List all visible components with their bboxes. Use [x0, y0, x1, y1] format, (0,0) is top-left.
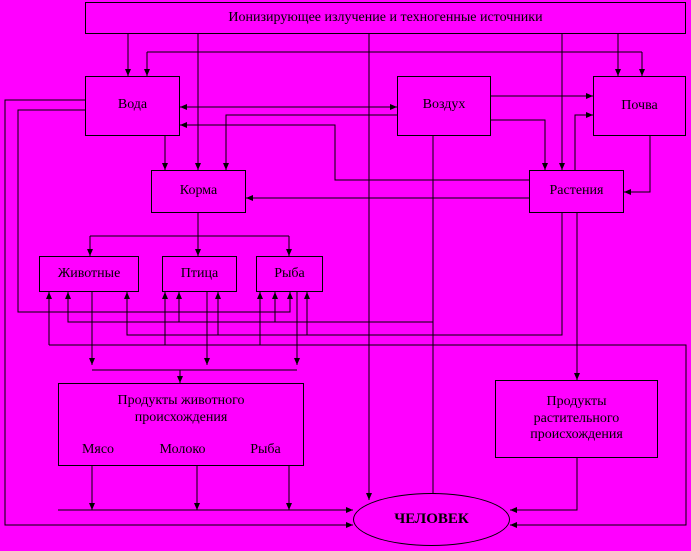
animal-products-title: Продукты животного происхождения — [117, 393, 245, 425]
influence-arrow — [17, 109, 293, 313]
influence-arrow — [65, 292, 433, 323]
influence-arrow — [4, 99, 353, 528]
node-human: ЧЕЛОВЕК — [353, 493, 510, 546]
cell-meat: Мясо — [81, 441, 115, 457]
cell-fish-product: Рыба — [250, 441, 281, 457]
node-soil: Почва — [593, 76, 686, 136]
node-air: Воздух — [397, 76, 491, 136]
influence-arrow — [574, 112, 593, 170]
node-plants: Растения — [529, 170, 624, 213]
influence-arrow — [180, 122, 529, 181]
influence-arrow — [272, 292, 433, 323]
node-sources: Ионизирующее излучение и техногенные ист… — [85, 2, 686, 34]
influence-arrow — [624, 136, 651, 195]
node-plant-products: Продукты растительного происхождения — [495, 380, 658, 458]
node-fish: Рыба — [256, 256, 323, 292]
node-feed: Корма — [151, 170, 246, 213]
influence-arrow — [49, 344, 687, 528]
node-animal-products: Продукты животного происхождения — [58, 383, 304, 466]
influence-arrow — [176, 292, 433, 323]
fan-arrow — [510, 458, 578, 513]
cell-milk: Молоко — [159, 441, 206, 457]
influence-arrow — [223, 114, 397, 170]
node-water: Вода — [85, 76, 180, 136]
influence-arrow — [304, 292, 562, 336]
node-bird: Птица — [162, 256, 237, 292]
influence-arrow — [215, 292, 562, 336]
influence-arrow — [491, 119, 548, 170]
node-animals: Животные — [39, 256, 139, 292]
